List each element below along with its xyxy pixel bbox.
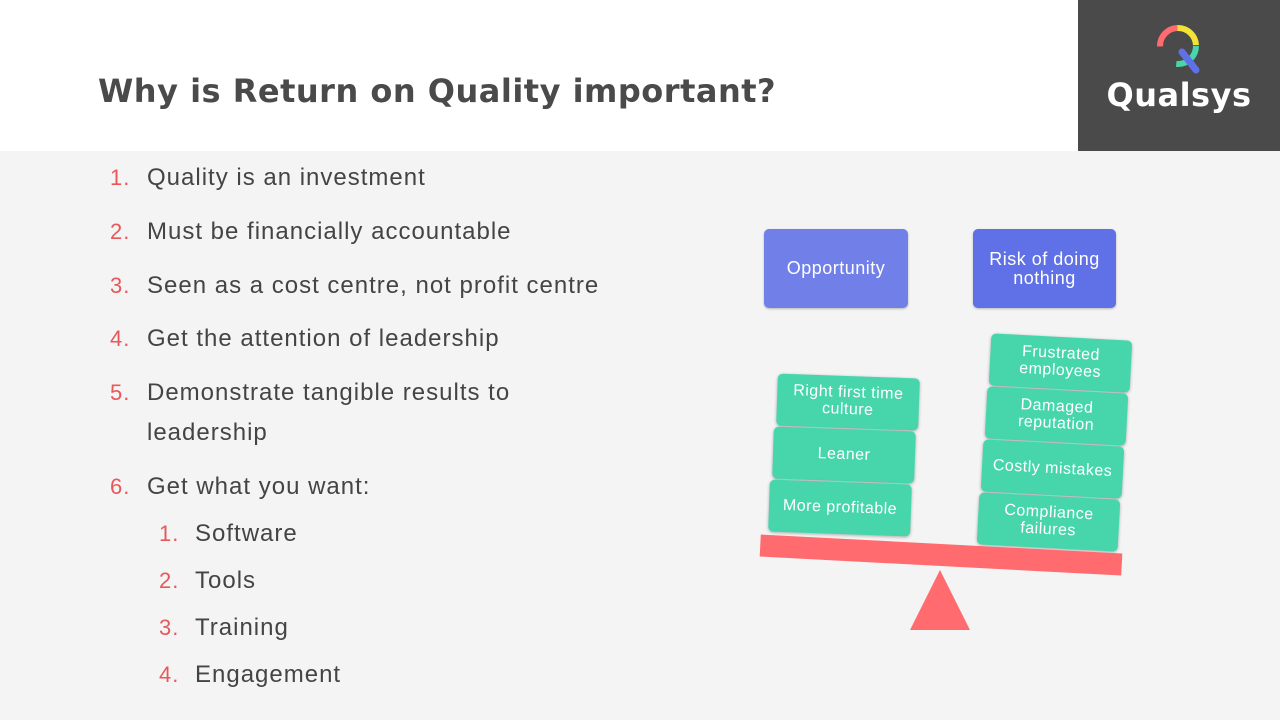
- tile-right-first-time: Right first time culture: [776, 373, 920, 431]
- list-text: Get what you want:: [147, 473, 371, 500]
- list-number: 4.: [110, 326, 131, 351]
- sublist-text: Tools: [195, 567, 257, 594]
- tile-leaner: Leaner: [772, 426, 916, 484]
- slide-title: Why is Return on Quality important?: [98, 72, 777, 110]
- tile-compliance-failures: Compliance failures: [976, 492, 1121, 552]
- fulcrum-triangle-icon: [910, 570, 970, 630]
- list-number: 2.: [110, 219, 131, 244]
- tile-damaged-reputation: Damaged reputation: [984, 386, 1129, 446]
- list-number: 6.: [110, 474, 131, 499]
- sublist-number: 1.: [159, 521, 180, 546]
- logo-wordmark: Qualsys: [1106, 76, 1252, 114]
- sublist-text: Engagement: [195, 661, 342, 688]
- logo-panel: Qualsys: [1078, 0, 1280, 151]
- list-number: 5.: [110, 380, 131, 405]
- list-number: 1.: [110, 165, 131, 190]
- sublist-text: Training: [195, 614, 289, 641]
- tile-costly-mistakes: Costly mistakes: [980, 439, 1125, 499]
- header-bar: [0, 0, 1078, 151]
- sublist-number: 2.: [159, 568, 180, 593]
- tile-more-profitable: More profitable: [768, 479, 912, 537]
- tile-frustrated-employees: Frustrated employees: [988, 333, 1133, 393]
- list-text: Must be financially accountable: [147, 218, 512, 245]
- opportunity-box: Opportunity: [764, 229, 908, 308]
- list-text: Seen as a cost centre, not profit centre: [147, 272, 600, 299]
- list-text: Demonstrate tangible results to: [147, 379, 511, 406]
- list-text: Quality is an investment: [147, 164, 426, 191]
- qualsys-logo-icon: [1157, 25, 1200, 74]
- sublist-text: Software: [195, 520, 298, 547]
- list-text: leadership: [147, 419, 268, 446]
- list-number: 3.: [110, 273, 131, 298]
- risk-box: Risk of doing nothing: [973, 229, 1116, 308]
- sublist-number: 4.: [159, 662, 180, 687]
- list-text: Get the attention of leadership: [147, 325, 500, 352]
- sublist-number: 3.: [159, 615, 180, 640]
